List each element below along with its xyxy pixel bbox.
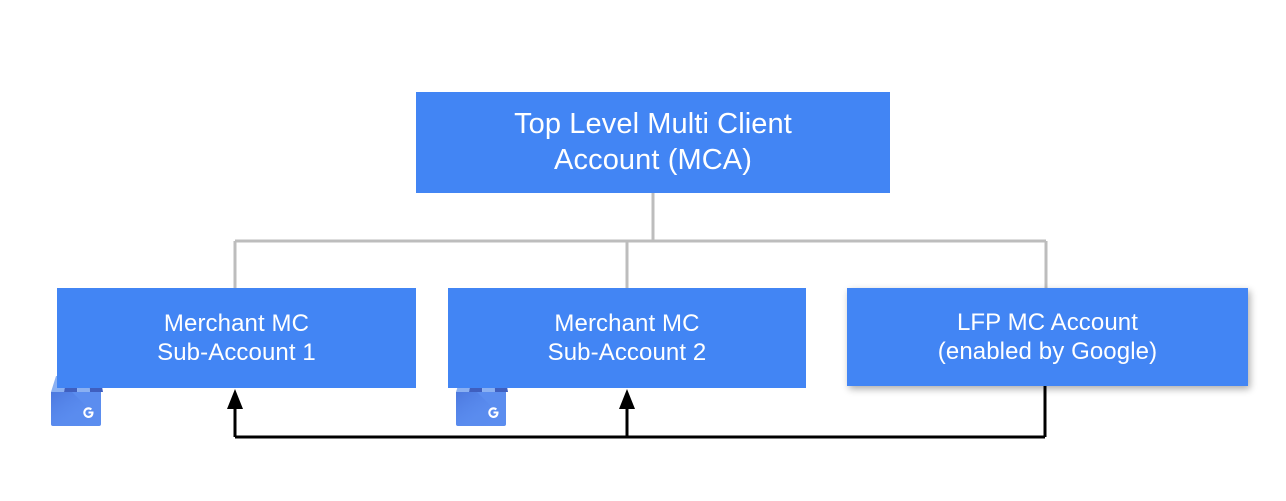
node-merchant-mc-sub-account-2-line2: Sub-Account 2 [547,339,707,366]
node-top-level-mca[interactable]: Top Level Multi Client Account (MCA) [416,92,890,193]
node-merchant-mc-sub-account-1-line1: Merchant MC [163,309,310,337]
flow-arrowhead-sub2 [619,389,635,409]
node-top-level-mca-line2: Account (MCA) [554,143,752,176]
node-merchant-mc-sub-account-1-line2: Sub-Account 1 [157,339,316,366]
node-lfp-mc-account-line1: LFP MC Account [956,308,1139,336]
flow-arrowhead-sub1 [227,389,243,409]
node-merchant-mc-sub-account-1[interactable]: Merchant MC Sub-Account 1 [57,288,416,388]
node-lfp-mc-account-line2: (enabled by Google) [937,338,1158,365]
node-merchant-mc-sub-account-2-line1: Merchant MC [554,309,700,337]
node-merchant-mc-sub-account-2[interactable]: Merchant MC Sub-Account 2 [448,288,806,388]
node-top-level-mca-line1: Top Level Multi Client [514,108,792,141]
node-lfp-mc-account[interactable]: LFP MC Account (enabled by Google) [847,288,1248,386]
